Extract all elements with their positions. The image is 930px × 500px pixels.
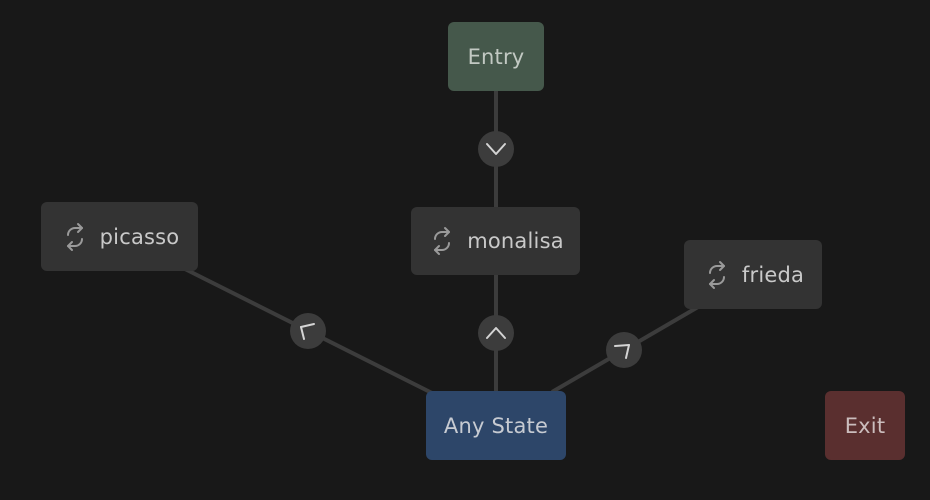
entry-node[interactable]: Entry <box>448 22 544 91</box>
state-node-label: monalisa <box>467 229 564 253</box>
state-node-label: frieda <box>741 262 805 287</box>
loop-icon <box>702 260 732 290</box>
chevron-right-icon[interactable] <box>606 332 642 368</box>
transition-entry-to-monalisa[interactable] <box>478 90 514 208</box>
state-node-picasso[interactable]: picasso <box>41 202 198 271</box>
any-state-node-label: Any State <box>443 413 549 438</box>
transition-any-state-to-frieda[interactable] <box>550 305 700 394</box>
state-node-monalisa[interactable]: monalisa <box>411 207 580 275</box>
exit-node-label: Exit <box>844 413 886 438</box>
transition-any-state-to-picasso[interactable] <box>184 267 433 395</box>
exit-node[interactable]: Exit <box>825 391 905 460</box>
state-node-frieda[interactable]: frieda <box>684 240 822 309</box>
any-state-node[interactable]: Any State <box>426 391 566 460</box>
loop-icon <box>60 222 90 252</box>
chevron-up-icon[interactable] <box>478 315 514 351</box>
chevron-left-icon[interactable] <box>290 313 326 349</box>
state-node-label: picasso <box>99 224 180 249</box>
transition-any-state-to-monalisa[interactable] <box>478 275 514 392</box>
chevron-down-icon[interactable] <box>478 131 514 167</box>
loop-icon <box>427 226 457 256</box>
entry-node-label: Entry <box>467 44 525 69</box>
